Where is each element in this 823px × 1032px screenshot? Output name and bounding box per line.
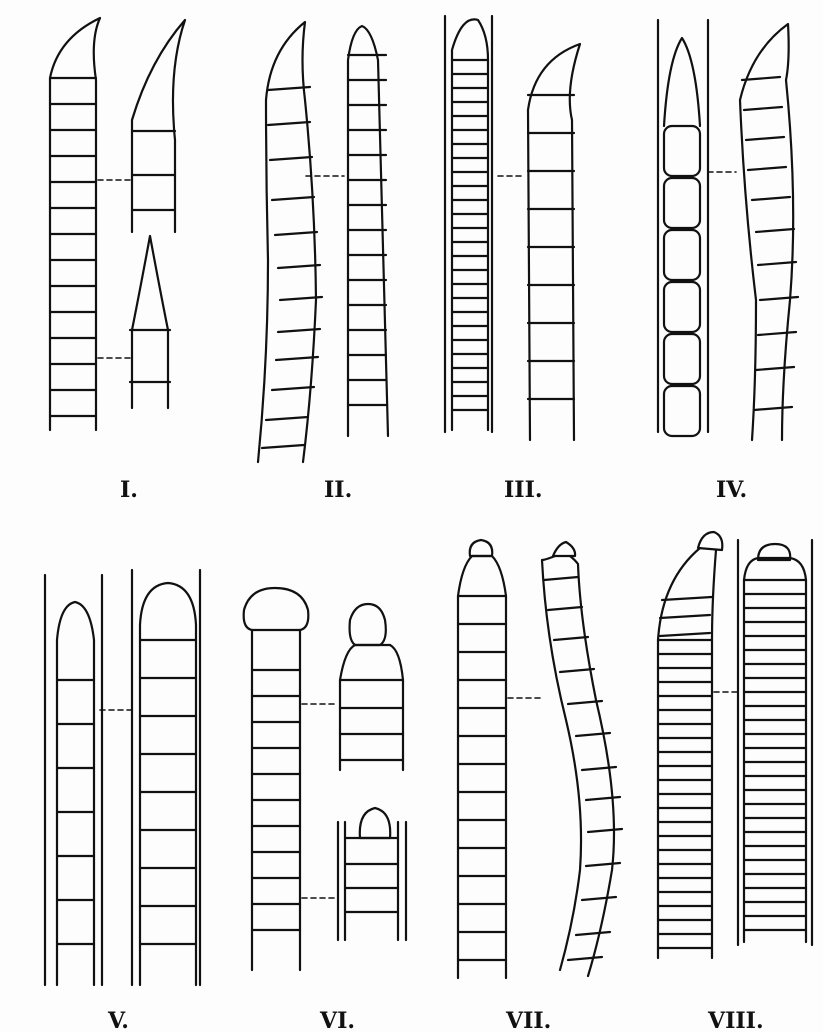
cell-wall xyxy=(278,265,320,268)
panel-label-III: III. xyxy=(504,477,543,503)
cell-wall xyxy=(586,863,620,866)
cell-wall xyxy=(272,197,314,200)
panel-V-drawing xyxy=(45,570,200,985)
cell-wall xyxy=(744,107,782,110)
cell xyxy=(664,126,700,176)
cell-wall xyxy=(756,367,794,370)
cell-wall xyxy=(272,387,314,390)
cell-wall xyxy=(760,297,798,300)
cell-wall xyxy=(275,232,317,235)
cell xyxy=(664,386,700,436)
panel-VII-drawing xyxy=(458,540,614,978)
panel-I-drawing xyxy=(50,18,185,430)
panel-label-VIII: VIII. xyxy=(707,1008,764,1032)
cell-wall xyxy=(752,197,790,200)
cell-wall xyxy=(756,229,794,232)
cell-wall xyxy=(266,417,308,420)
cell-wall xyxy=(582,897,616,900)
panel-label-I: I. xyxy=(120,477,138,503)
panel-II-drawing xyxy=(258,22,388,462)
cell-wall xyxy=(660,615,710,618)
cell-wall xyxy=(262,445,304,448)
cell-wall xyxy=(560,669,594,672)
panel-label-V: V. xyxy=(107,1008,129,1032)
cell-wall xyxy=(586,797,620,800)
cell-wall xyxy=(582,767,616,770)
cell-wall xyxy=(270,157,312,160)
cell-wall xyxy=(268,122,310,125)
cell-wall xyxy=(746,137,784,140)
panel-label-VII: VII. xyxy=(505,1008,551,1032)
cell xyxy=(664,334,700,384)
cell xyxy=(664,282,700,332)
panel-label-IV: IV. xyxy=(716,477,747,503)
cell-wall xyxy=(554,637,588,640)
cell-wall xyxy=(588,829,622,832)
cell xyxy=(664,178,700,228)
cell-wall xyxy=(660,633,710,636)
panel-label-VI: VI. xyxy=(319,1008,355,1032)
cell-wall xyxy=(662,597,712,600)
cell-wall xyxy=(754,407,792,410)
panel-VIII-drawing xyxy=(658,532,812,958)
cell-wall xyxy=(576,932,610,935)
cell-wall xyxy=(576,733,610,736)
cell-wall xyxy=(568,957,602,960)
cell-wall xyxy=(748,167,786,170)
cell xyxy=(664,230,700,280)
panel-label-II: II. xyxy=(324,477,352,503)
cell-wall xyxy=(544,577,578,580)
cell-wall xyxy=(758,262,796,265)
cell-wall xyxy=(548,607,582,610)
cell-wall xyxy=(758,332,796,335)
